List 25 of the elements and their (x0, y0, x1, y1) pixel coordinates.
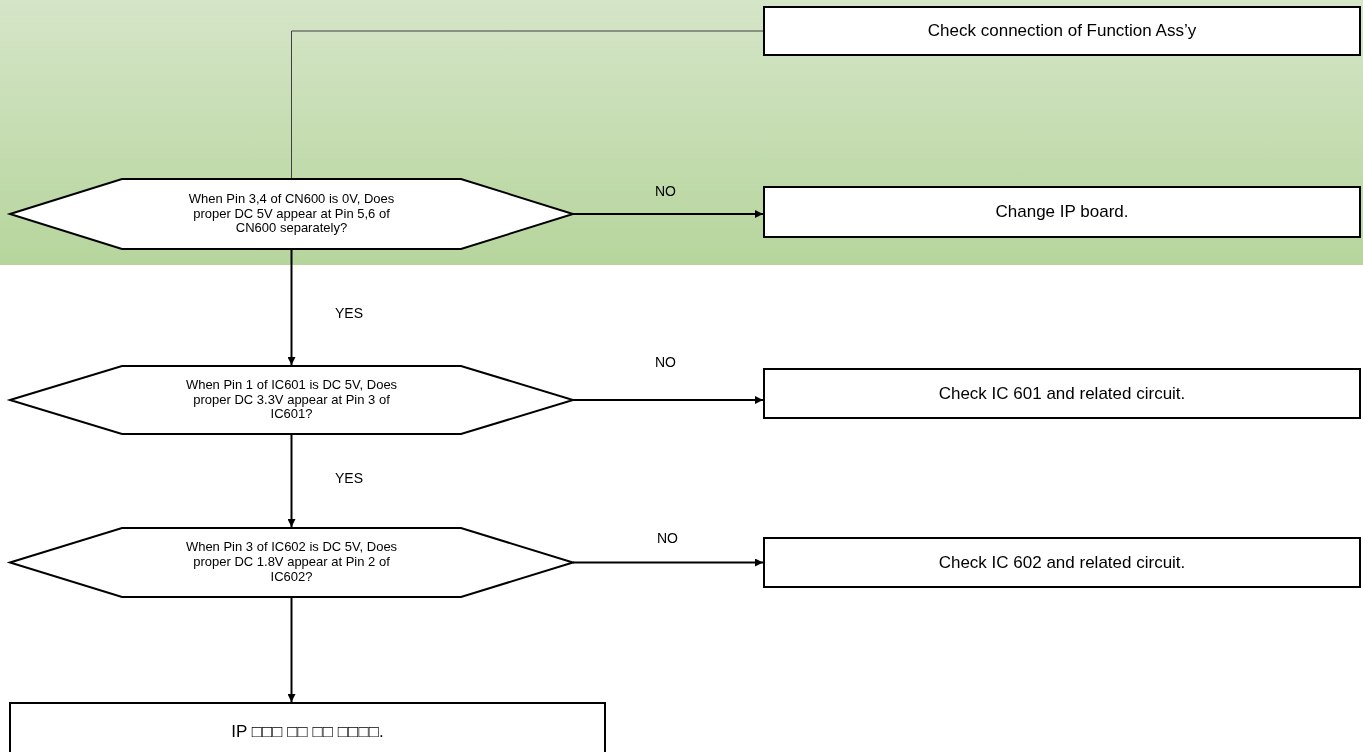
process-text: Check connection of Function Ass’y (927, 21, 1197, 41)
arrow (572, 558, 764, 567)
process-text: IP □□□ □□ □□ □□□□. (231, 722, 384, 742)
process-text: Check IC 602 and related circuit. (938, 552, 1186, 573)
connector-line (291, 30, 764, 179)
edge-label: NO (655, 354, 676, 370)
edge-label: YES (335, 470, 363, 486)
arrow (287, 434, 296, 528)
arrow (572, 210, 764, 218)
process-text: Check IC 601 and related circuit. (938, 383, 1186, 404)
process-box (763, 537, 1361, 588)
edge-label: NO (655, 183, 676, 199)
arrow (287, 249, 296, 366)
arrow (287, 597, 296, 703)
decision-text: When Pin 3,4 of CN600 is 0V, Does proper DC 5V appear at Pin 5,6 of CN600 separately? (187, 191, 396, 237)
decision-text: When Pin 1 of IC601 is DC 5V, Does proper DC 3.3V appear at Pin 3 of IC601? (184, 377, 399, 423)
process-box (763, 186, 1361, 238)
process-box (763, 6, 1361, 56)
process-text: Change IP board. (995, 202, 1129, 222)
decision-text: When Pin 3 of IC602 is DC 5V, Does proper DC 1.8V appear at Pin 2 of IC602? (184, 540, 399, 585)
edge-label: NO (657, 530, 678, 546)
process-box (9, 702, 606, 752)
edge-label: YES (335, 305, 363, 321)
process-box (763, 368, 1361, 419)
arrow (572, 396, 764, 404)
